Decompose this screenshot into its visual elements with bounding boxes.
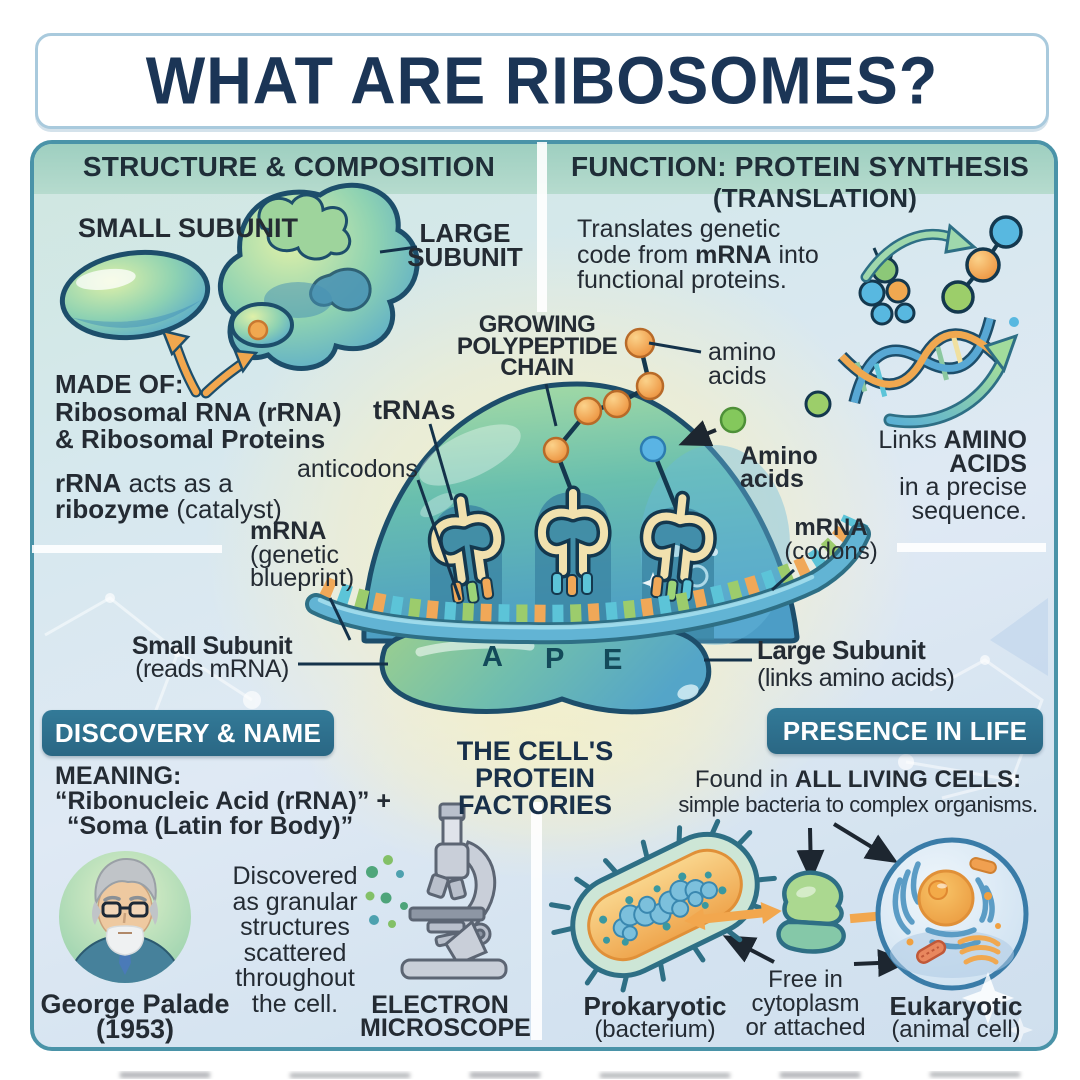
dna-helix [837,316,1006,405]
palade-portrait [59,851,191,983]
ribozyme-block: rRNA acts as a ribozyme (catalyst) [55,470,282,522]
microscope-illustration [400,802,508,980]
bacterium-illustration [548,818,777,993]
sparkle-decoration [962,972,1033,1043]
presence-banner: PRESENCE IN LIFE [767,708,1043,754]
electron-microscope-caption: ELECTRON MICROSCOPE [360,991,531,1042]
discovery-banner: DISCOVERY & NAME [42,710,334,756]
large-subunit-label: LARGE SUBUNIT [407,218,523,272]
large-subunit-illustration [218,182,420,371]
meaning-block: MEANING: “Ribonucleic Acid (rRNA)” + “So… [55,762,391,840]
amino-acids-small-label: amino acids [708,338,777,390]
made-of-line-1: Ribosomal RNA (rRNA) [55,396,342,427]
free-in-cytoplasm-label: Free in cytoplasm or attached [745,966,866,1041]
protein-factories-tagline: THE CELL'S PROTEIN FACTORIES [456,736,614,820]
granule-dots [365,855,408,928]
translates-paragraph: Translates genetic code from mRNA into f… [577,215,819,294]
corner-decoration [990,598,1048,676]
found-in-block: Found in ALL LIVING CELLS: simple bacter… [678,766,1038,817]
ribosome-diagram [298,245,871,715]
anticodons-label: anticodons [297,455,418,483]
trna-molecules [427,485,717,604]
growing-chain-label: GROWING POLYPEPTIDE CHAIN [456,311,618,381]
mrna-blueprint-label: mRNA (genetic blueprint) [250,517,355,592]
translation-illustration [804,215,1023,429]
small-subunit-caption: Small Subunit (reads mRNA) [131,632,293,683]
pointer-lines [298,245,796,666]
amino-acids-big-label: Amino acids [740,442,818,493]
site-a-label: A [482,641,503,673]
trnas-label: tRNAs [373,395,456,425]
prokaryotic-caption: Prokaryotic (bacterium) [583,991,727,1043]
small-subunit-illustration [59,249,211,341]
made-of-arrows [160,329,259,399]
small-subunit-label: SMALL SUBUNIT [78,213,298,243]
scientist-caption: George Palade (1953) [40,989,230,1044]
eukaryotic-cell-illustration [875,837,1029,991]
large-subunit-caption: Large Subunit (links amino acids) [757,635,955,692]
title-card: WHAT ARE RIBOSOMES? [35,33,1049,129]
made-of-title: MADE OF: [55,369,184,399]
function-header: FUNCTION: PROTEIN SYNTHESIS [570,151,1030,182]
structure-header: STRUCTURE & COMPOSITION [82,151,496,182]
site-p-label: P [545,643,565,675]
made-of-block: MADE OF: Ribosomal RNA (rRNA) & Ribosoma… [55,369,342,454]
free-ribosome-illustration [776,870,846,954]
links-amino-acids-block: Links AMINO ACIDS in a precise sequence. [878,426,1027,525]
quadrant-dividers [32,142,1046,1040]
bottom-crop-artifact [120,1072,1020,1078]
eukaryotic-caption: Eukaryotic (animal cell) [889,991,1023,1043]
made-of-line-2: & Ribosomal Proteins [55,424,326,454]
prokaryote-ribosome-arrow [684,902,782,930]
mrna-codons-label: mRNA (codons) [784,514,878,565]
page-title: WHAT ARE RIBOSOMES? [145,43,939,119]
mrna-ribbon [305,523,871,645]
discovered-note: Discovered as granular structures scatte… [232,862,358,1018]
site-e-label: E [603,644,623,676]
function-subheader: (TRANSLATION) [712,183,918,213]
ribozyme-line: ribozyme (catalyst) [55,494,282,524]
rrna-line: rRNA acts as a [55,468,233,498]
